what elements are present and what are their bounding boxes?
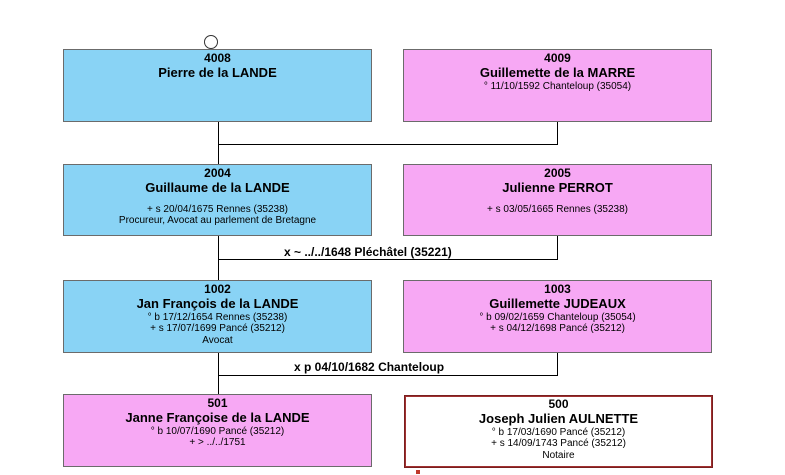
sosa-number: 1002 (204, 282, 231, 296)
person-box-1003[interactable]: 1003 Guillemette JUDEAUX ° b 09/02/1659 … (403, 280, 712, 353)
connector-4009-down (557, 121, 558, 144)
sosa-number: 2005 (544, 166, 571, 180)
person-box-501[interactable]: 501 Janne Françoise de la LANDE ° b 10/0… (63, 394, 372, 467)
marriage-label-gen3: x p 04/10/1682 Chanteloup (292, 360, 447, 374)
death-info: + > ../../1751 (189, 437, 246, 449)
occupation-info: Avocat (202, 334, 233, 346)
person-box-2004[interactable]: 2004 Guillaume de la LANDE + s 20/04/167… (63, 164, 372, 236)
connector-gen1-couple (218, 144, 558, 145)
person-box-4008[interactable]: 4008 Pierre de la LANDE (63, 49, 372, 122)
person-box-4009[interactable]: 4009 Guillemette de la MARRE ° 11/10/159… (403, 49, 712, 122)
birth-info: ° b 10/07/1690 Pancé (35212) (150, 425, 285, 437)
person-name: Joseph Julien AULNETTE (478, 410, 639, 426)
connector-gen3-couple (218, 375, 558, 376)
connector-2004-down (218, 234, 219, 280)
person-box-2005[interactable]: 2005 Julienne PERROT + s 03/05/1665 Renn… (403, 164, 712, 236)
birth-info: ° b 17/03/1690 Pancé (35212) (491, 426, 626, 438)
burial-info: + s 03/05/1665 Rennes (35238) (487, 203, 628, 215)
marriage-label-gen2: x ~ ../../1648 Pléchâtel (35221) (282, 245, 454, 259)
connector-2005-down (557, 236, 558, 259)
connector-1002-down (218, 352, 219, 395)
birth-info: ° 11/10/1592 Chanteloup (35054) (483, 80, 632, 92)
person-name: Guillaume de la LANDE (145, 179, 290, 195)
burial-info: + s 20/04/1675 Rennes (35238) (147, 203, 288, 215)
sosa-number: 501 (207, 396, 228, 410)
root-marker-circle-icon[interactable] (204, 35, 218, 49)
sosa-number: 4009 (544, 51, 571, 65)
connector-1003-down (557, 352, 558, 375)
connector-4008-down (218, 121, 219, 165)
birth-info: ° b 17/12/1654 Rennes (35238) (147, 311, 288, 323)
person-box-1002[interactable]: 1002 Jan François de la LANDE ° b 17/12/… (63, 280, 372, 353)
birth-info: ° b 09/02/1659 Chanteloup (35054) (479, 311, 636, 323)
person-name: Jan François de la LANDE (136, 295, 299, 311)
person-name: Pierre de la LANDE (158, 64, 277, 80)
person-name: Guillemette JUDEAUX (489, 295, 626, 311)
sosa-number: 4008 (204, 51, 231, 65)
occupation-info: Notaire (542, 449, 575, 461)
red-marker-icon (416, 470, 420, 474)
burial-info: + s 04/12/1698 Pancé (35212) (490, 323, 625, 335)
person-name: Julienne PERROT (502, 179, 613, 195)
connector-gen2-couple (218, 259, 558, 260)
person-box-500[interactable]: 500 Joseph Julien AULNETTE ° b 17/03/169… (404, 395, 713, 468)
person-name: Guillemette de la MARRE (479, 64, 636, 80)
sosa-number: 2004 (204, 166, 231, 180)
burial-info: + s 14/09/1743 Pancé (35212) (491, 438, 626, 450)
person-name: Janne Françoise de la LANDE (125, 409, 310, 425)
sosa-number: 500 (548, 397, 569, 411)
burial-info: + s 17/07/1699 Pancé (35212) (150, 323, 285, 335)
sosa-number: 1003 (544, 282, 571, 296)
occupation-info: Procureur, Avocat au parlement de Bretag… (118, 215, 317, 227)
